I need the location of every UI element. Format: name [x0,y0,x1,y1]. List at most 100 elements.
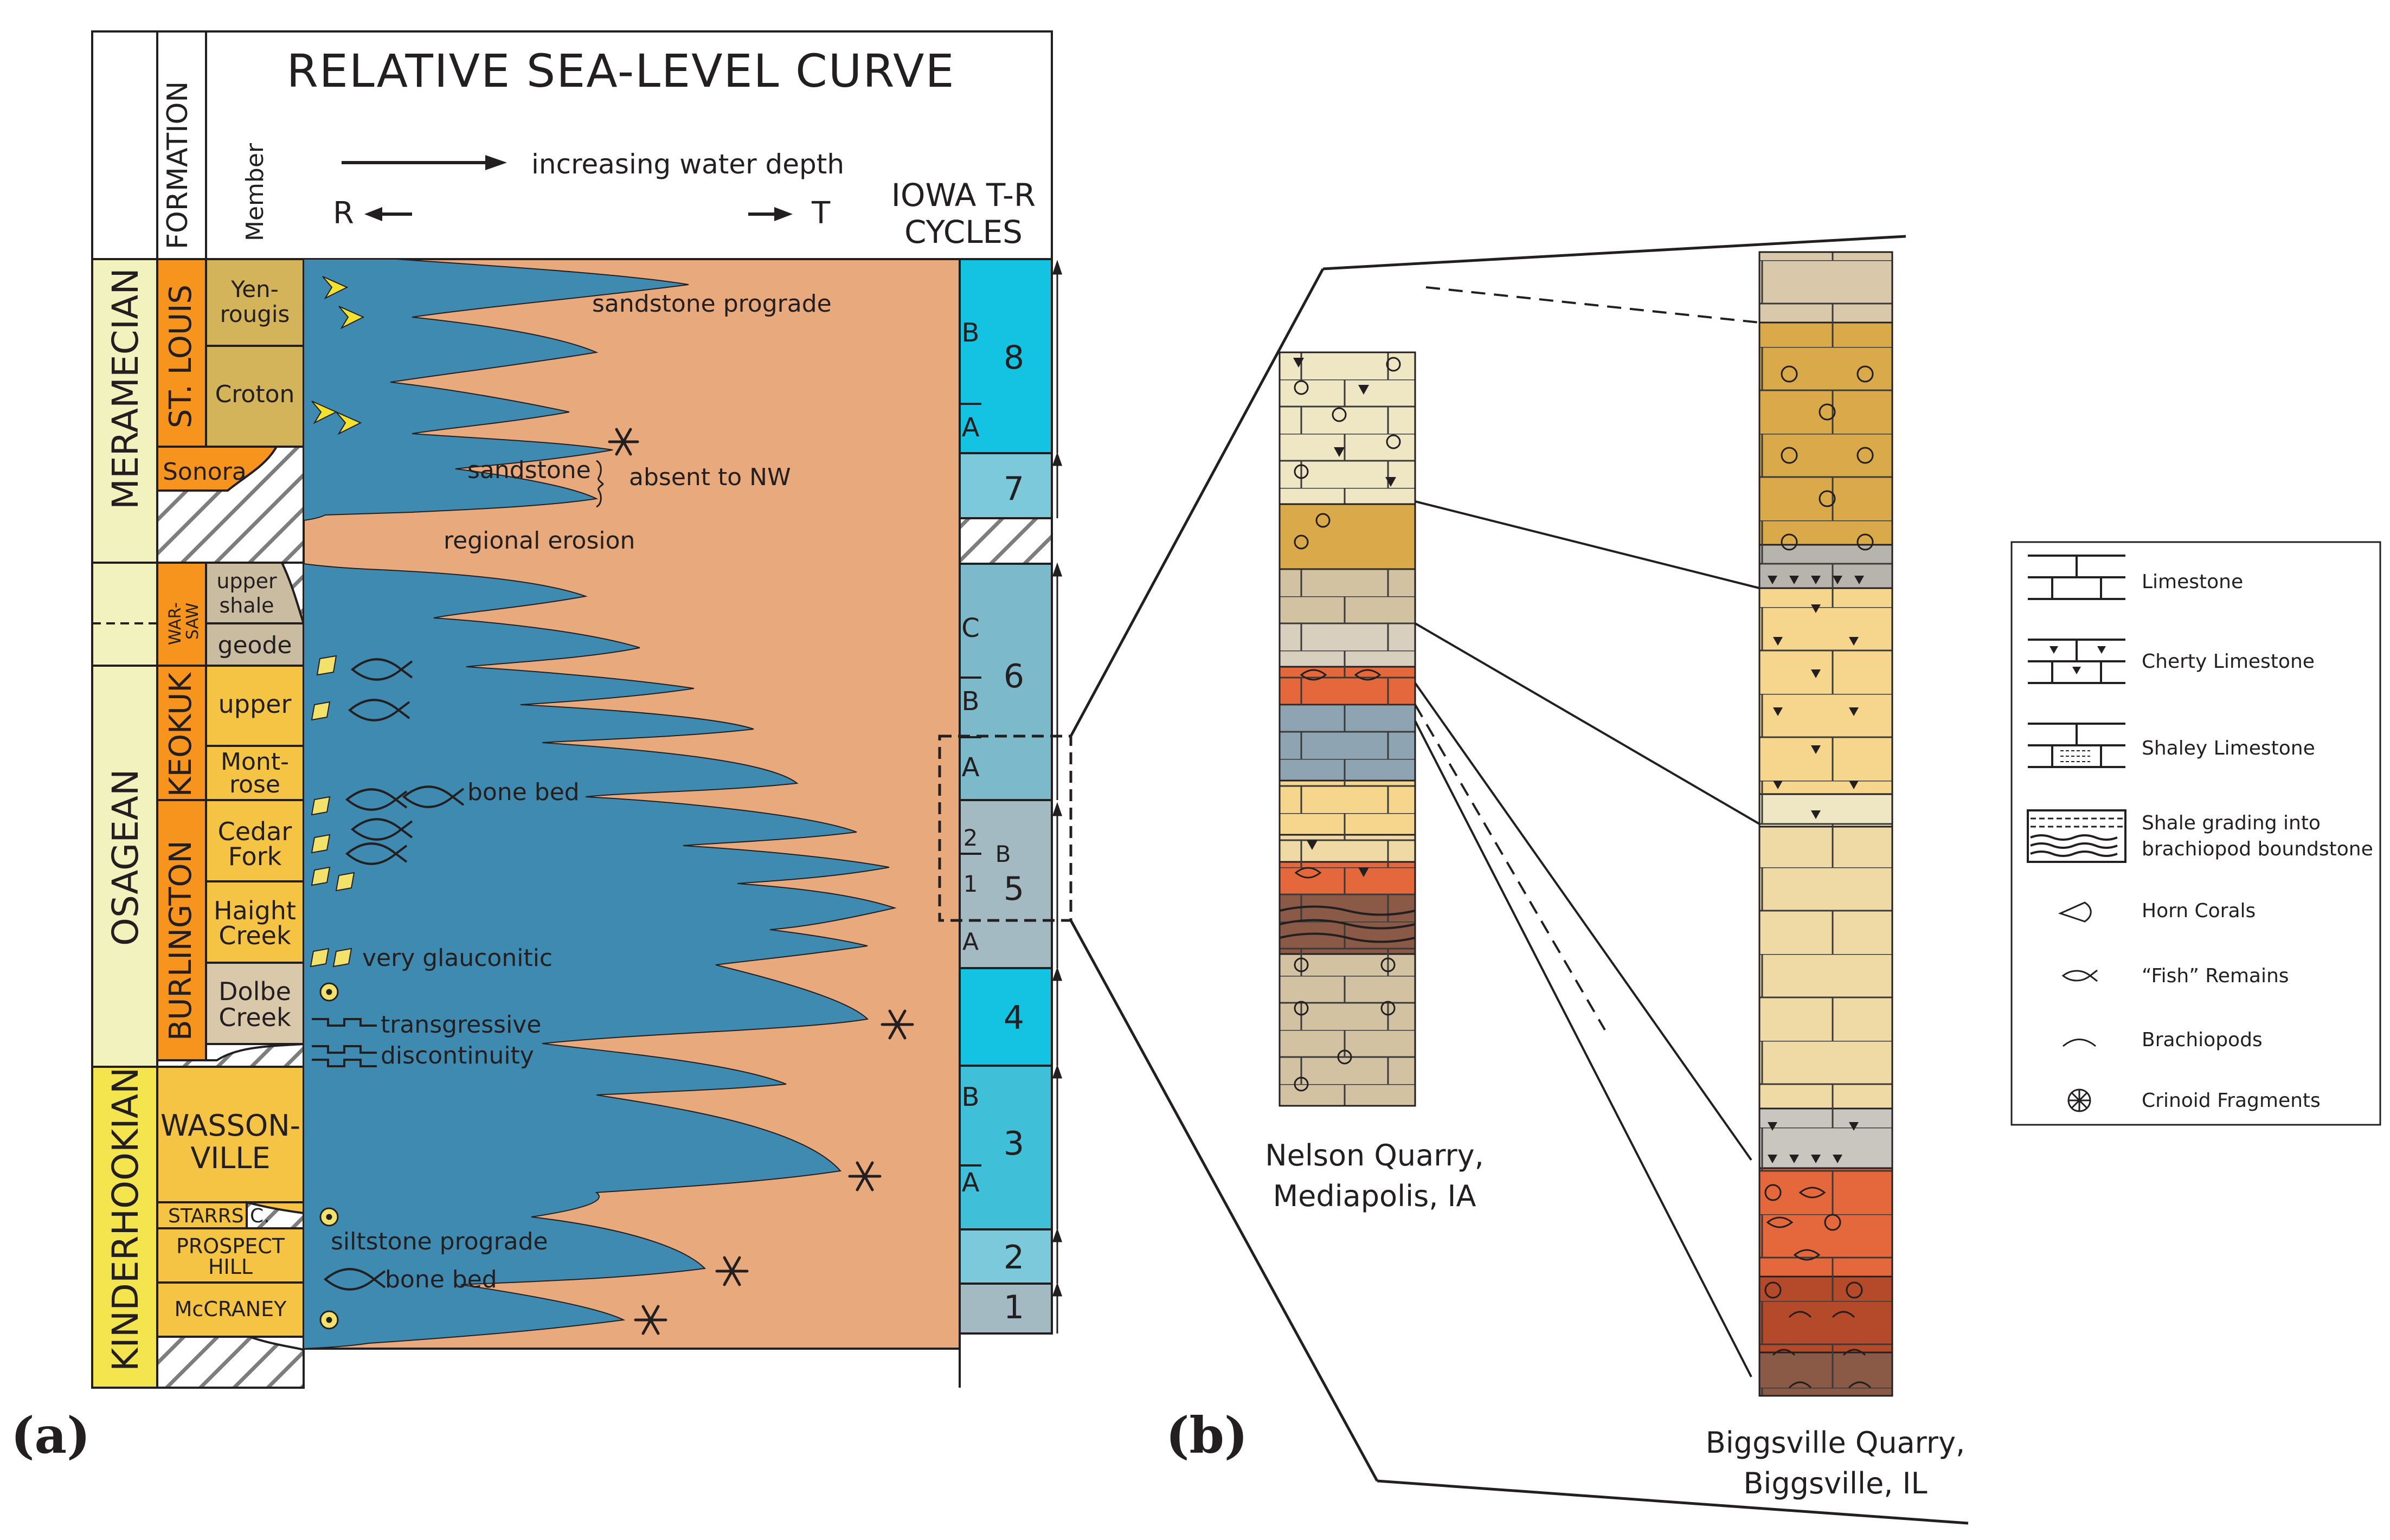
panel-a: RELATIVE SEA-LEVEL CURVE FORMATION Membe… [11,30,1072,1465]
legend-limestone: Limestone [2142,571,2243,593]
tr-cycles-column [959,258,1053,1388]
cycle-8-sub-a: A [962,413,980,443]
member-column-header: Member [241,143,269,241]
formation-keokuk: KEOKUK [163,672,198,797]
nelson-crinoids [1294,357,1401,1092]
r-arrow [364,207,412,221]
glauconite-icons [310,655,355,968]
member-yenrougis-1: Yen- [230,276,279,302]
member-montrose-2: rose [229,771,280,798]
depth-arrow [342,155,507,170]
frame-bottom [1377,1479,1969,1525]
annotation-sandstone-prograde: sandstone prograde [592,290,832,318]
member-cedarfork-2: Fork [228,842,282,871]
depth-label: increasing water depth [531,149,844,180]
series-meramecian: MERAMECIAN [105,268,146,510]
sea-level-curve-lower [303,563,897,1350]
curve-annotations: sandstone prograde sandstone absent to N… [331,290,832,1293]
biggsville-quarry-label-1: Biggsville Quarry, [1706,1426,1965,1460]
cycle-6-sub-c: C [961,613,980,643]
formation-sonora: Sonora [163,458,247,486]
legend: Limestone Cherty Limestone Shaley Limest… [2010,541,2381,1126]
shaley-limestone-icon [2028,723,2125,768]
fish-icon [2061,969,2098,982]
cycle-6-number: 6 [1004,658,1024,695]
zoom-box [938,734,1072,922]
cycle-1-number: 1 [1004,1288,1024,1326]
cycle-3-number: 3 [1004,1125,1024,1163]
t-label: T [811,196,831,231]
nelson-quarry-label-1: Nelson Quarry, [1265,1138,1484,1172]
member-dolbe-1: Dolbe [219,977,291,1006]
formation-burlington: BURLINGTON [163,841,198,1041]
legend-fish: “Fish” Remains [2142,965,2289,987]
legend-brachiopods: Brachiopods [2142,1029,2263,1051]
cycle-labels: 8 B A 7 6 C B A 5 2 B 1 A 4 3 B A 2 1 [961,318,1024,1326]
t-arrow [748,207,793,221]
annotation-transgressive: transgressive [381,1011,541,1039]
panel-b: Nelson Quarry, Mediapolis, IA [1069,235,2381,1525]
shale-boundstone-icon [2027,809,2126,863]
biggsville-crinoids [1764,365,1874,1299]
fish-icons [323,658,465,1291]
biggsville-quarry-label-2: Biggsville, IL [1743,1466,1927,1500]
cycle-3-sub-a: A [962,1168,980,1198]
annotation-bone-bed-lower: bone bed [385,1266,497,1293]
asterisk-markers [608,428,914,1335]
legend-shale-grading-1: Shale grading into [2142,812,2321,834]
zoom-line-top [1069,268,1325,737]
iowa-cycles-label-1: IOWA T-R [891,177,1036,214]
formation-labels: ST. LOUIS Sonora WAR- SAW KEOKUK BURLING… [160,285,300,1321]
nelson-chert-icons [1293,358,1396,877]
member-dolbe-2: Creek [219,1003,291,1032]
annotation-absent-nw: absent to NW [629,463,791,491]
brace-icon [596,460,604,508]
member-labels: Yen- rougis Croton upper shale geode upp… [214,276,296,1032]
cycle-6-sub-a: A [962,752,980,783]
biggsville-brachiopod-icons [1772,1311,1872,1389]
horn-coral-icon [2058,901,2092,923]
cycle-8-number: 8 [1004,339,1024,377]
member-montrose-1: Mont- [221,748,289,776]
member-geode: geode [218,632,292,659]
brachiopod-icon [2063,1039,2096,1047]
cycle-7-number: 7 [1004,470,1024,508]
cycle-3-sub-b: B [962,1082,980,1112]
chart-title: RELATIVE SEA-LEVEL CURVE [286,44,955,98]
panel-a-label: (a) [11,1406,91,1465]
formation-wassonville-1: WASSON- [160,1109,300,1143]
iowa-cycles-label-2: CYCLES [904,214,1023,250]
formation-mccraney: McCRANEY [175,1297,287,1321]
cycle-6-sub-b: B [962,686,980,717]
cycle-5-sub-a: A [962,928,979,956]
cherty-limestone-icon [2028,639,2125,684]
formation-stlouis: ST. LOUIS [163,285,198,428]
formation-warsaw-1: WAR- [166,602,185,645]
formation-member-column [156,258,305,1389]
nelson-quarry-label-2: Mediapolis, IA [1273,1179,1476,1213]
formation-starrs: STARRS C. [168,1205,270,1227]
member-haight-1: Haight [214,896,296,925]
legend-crinoid: Crinoid Fragments [2142,1090,2321,1112]
member-upper: upper [219,690,292,719]
member-upper-shale-1: upper [216,569,277,593]
cycle-5-sub-b: B [995,841,1011,867]
member-cedarfork-1: Cedar [218,817,292,846]
cycle-5-sub-2: 2 [963,824,978,851]
cycle-arrows [1052,260,1063,1333]
member-croton: Croton [215,381,295,408]
sea-level-curve-upper [303,259,689,521]
crinoid-icon [2067,1088,2091,1112]
member-yenrougis-2: rougis [220,301,290,327]
legend-shale-grading-2: brachiopod boundstone [2142,838,2373,860]
legend-shaley: Shaley Limestone [2142,737,2315,759]
formation-prospect-2: HILL [208,1255,253,1279]
member-haight-2: Creek [219,921,291,950]
yellow-arrow-icons [311,276,365,435]
annotation-discontinuity: discontinuity [381,1042,534,1069]
biggsville-quarry-column [1758,251,1893,1397]
annotation-bone-bed-upper: bone bed [467,778,580,806]
formation-warsaw-2: SAW [183,603,202,640]
biggsville-chert-icons [1768,576,1864,1163]
